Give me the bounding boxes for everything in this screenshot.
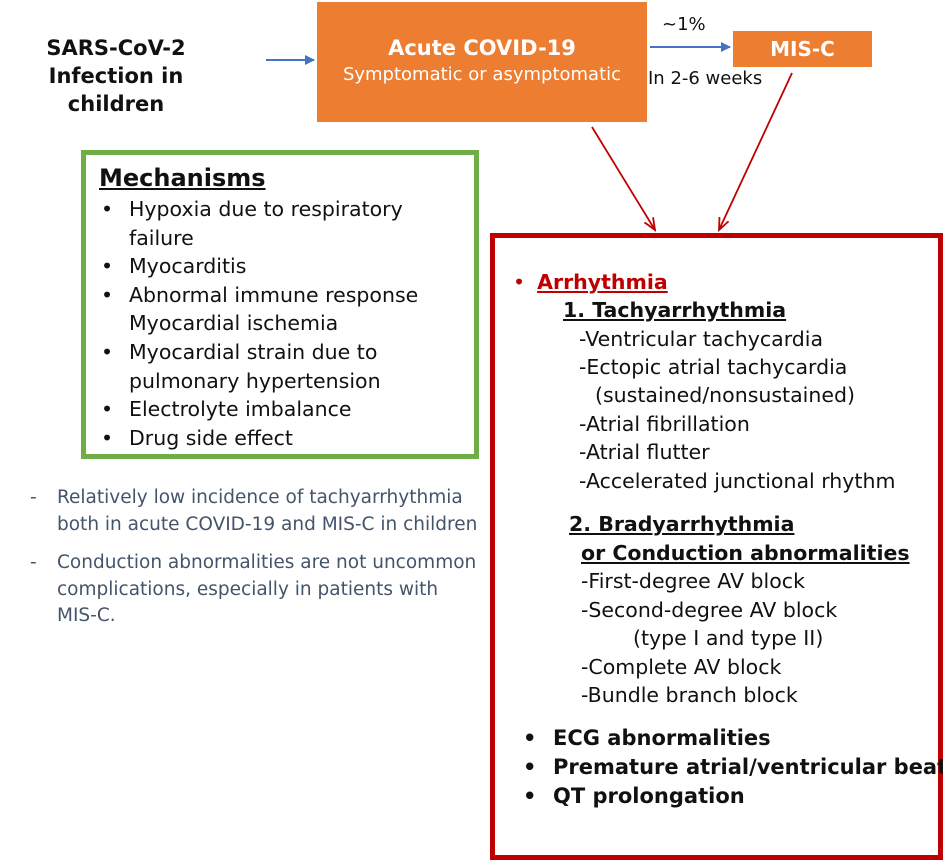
arrow-misc-to-arrhythmia <box>719 72 793 230</box>
brady-item: (type I and type II) <box>633 626 824 650</box>
note-item: - Relatively low incidence of tachyarrhy… <box>30 485 480 538</box>
brady-item: -Second-degree AV block <box>581 598 838 622</box>
note-text: Relatively low incidence of tachyarrhyth… <box>57 487 478 535</box>
note-item: - Conduction abnormalities are not uncom… <box>30 550 480 630</box>
misc-box: MIS-C <box>733 31 872 67</box>
mechanism-item: Drug side effect <box>99 424 464 453</box>
note-dash: - <box>30 487 37 508</box>
infection-label: SARS-CoV-2 Infection in children <box>0 34 232 118</box>
mechanisms-title: Mechanisms <box>99 164 266 192</box>
infection-line1: SARS-CoV-2 <box>46 36 186 60</box>
other-finding-item: QT prolongation <box>523 782 943 811</box>
brady-item: -Bundle branch block <box>581 683 798 707</box>
acute-title: Acute COVID-19 <box>388 36 576 60</box>
brady-item: -Complete AV block <box>581 655 782 679</box>
acute-subtitle: Symptomatic or asymptomatic <box>342 64 622 85</box>
infection-line2: Infection in children <box>48 64 184 116</box>
mechanism-item: Electrolyte imbalance <box>99 395 464 424</box>
mechanism-item: Myocarditis <box>99 252 464 281</box>
tachy-item: -Ectopic atrial tachycardia <box>579 355 848 379</box>
mechanism-item: Abnormal immune response Myocardial isch… <box>99 281 464 338</box>
arrhythmia-box: • Arrhythmia 1. Tachyarrhythmia -Ventricu… <box>490 233 943 860</box>
bradyarrhythmia-heading: 2. Bradyarrhythmia <box>569 512 795 536</box>
misc-timing-label: In 2-6 weeks <box>648 68 763 89</box>
notes: - Relatively low incidence of tachyarrhy… <box>30 485 480 642</box>
arrow-acute-to-arrhythmia <box>591 126 655 230</box>
mechanism-item: Myocardial strain due to pulmonary hyper… <box>99 338 464 395</box>
mechanisms-list: Hypoxia due to respiratory failure Myoca… <box>99 195 464 452</box>
tachy-item: -Atrial fibrillation <box>579 412 750 436</box>
mechanisms-box: Mechanisms Hypoxia due to respiratory fa… <box>81 150 479 459</box>
other-findings-list: ECG abnormalities Premature atrial/ventr… <box>523 724 943 811</box>
note-dash: - <box>30 552 37 573</box>
arrhythmia-heading: • Arrhythmia <box>513 268 668 297</box>
note-text: Conduction abnormalities are not uncommo… <box>57 552 477 626</box>
arrhythmia-bullet: • <box>513 270 526 294</box>
acute-covid-box: Acute COVID-19 Symptomatic or asymptomat… <box>317 2 647 122</box>
other-finding-item: ECG abnormalities <box>523 724 943 753</box>
misc-percent-label: ~1% <box>662 14 706 35</box>
conduction-heading: or Conduction abnormalities <box>581 541 910 565</box>
tachyarrhythmia-heading: 1. Tachyarrhythmia <box>563 298 787 322</box>
other-finding-item: Premature atrial/ventricular beats <box>523 753 943 782</box>
brady-item: -First-degree AV block <box>581 569 805 593</box>
mechanism-item: Hypoxia due to respiratory failure <box>99 195 464 252</box>
tachy-item: (sustained/nonsustained) <box>595 383 855 407</box>
tachy-item: -Atrial flutter <box>579 440 710 464</box>
arrhythmia-title: Arrhythmia <box>537 270 668 294</box>
tachy-item: -Accelerated junctional rhythm <box>579 469 896 493</box>
tachy-item: -Ventricular tachycardia <box>579 327 824 351</box>
